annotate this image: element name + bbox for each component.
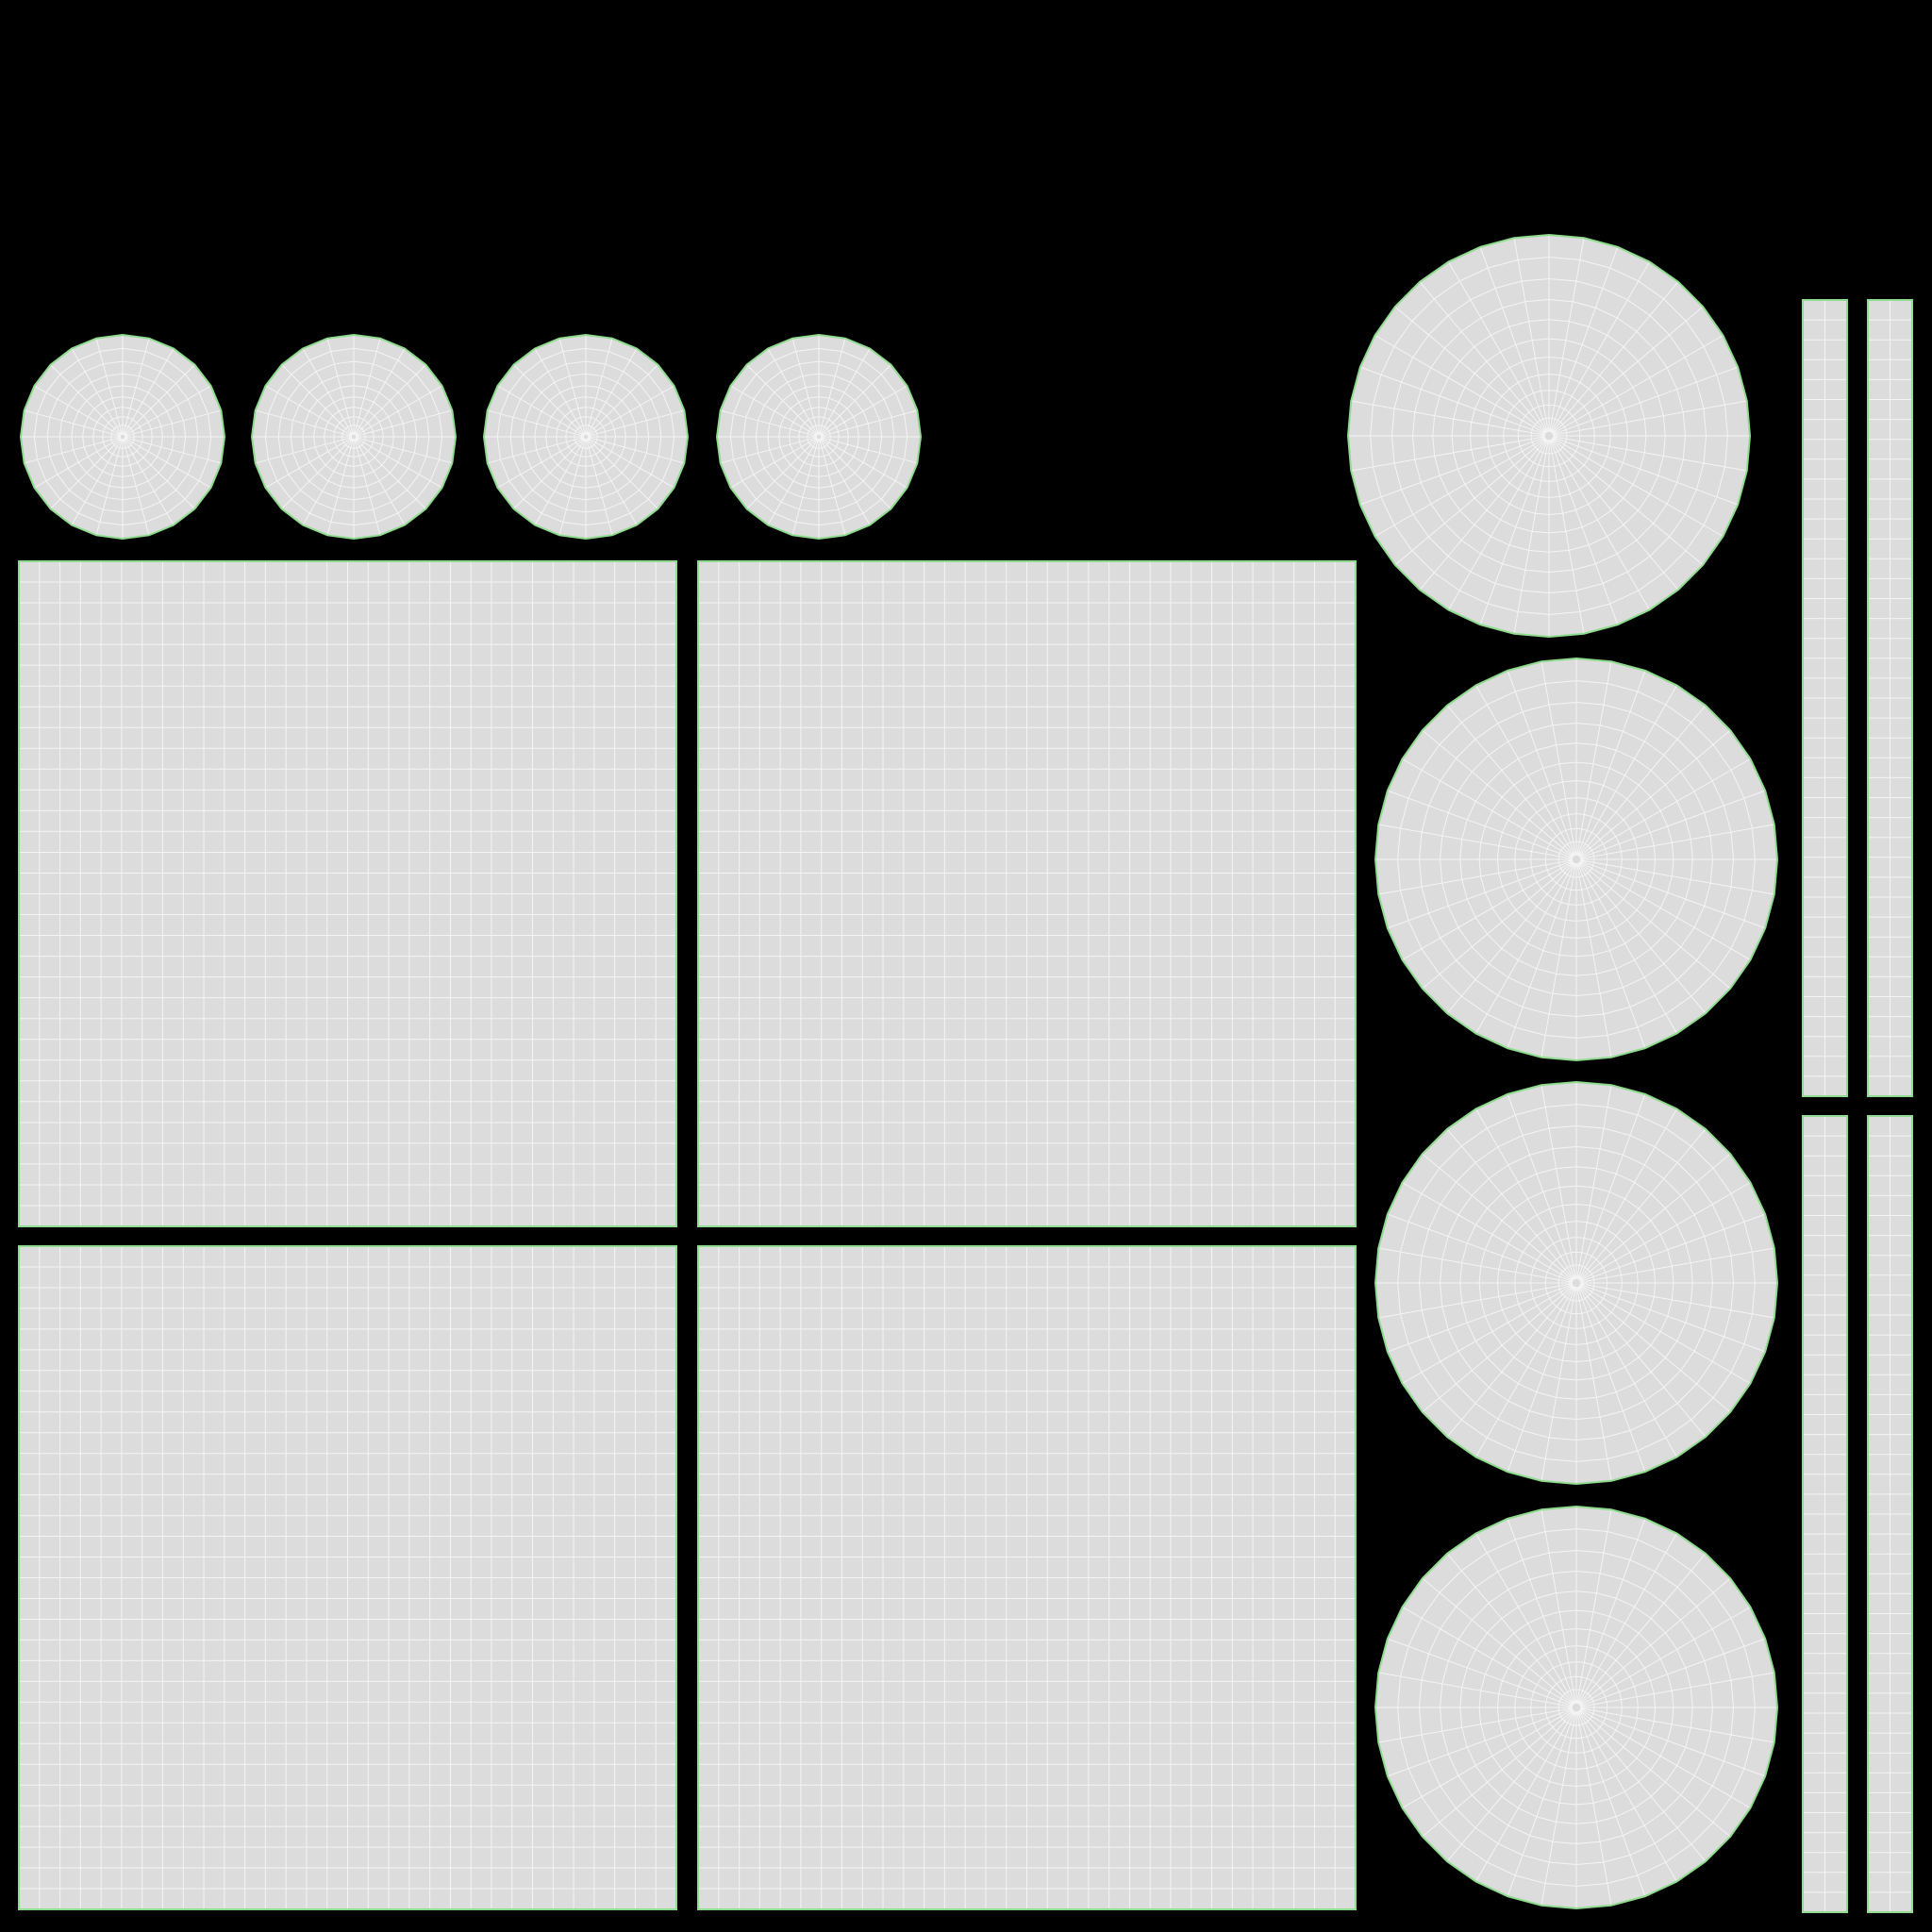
uv-strip-1 — [1802, 299, 1848, 1097]
uv-small-disc-4 — [715, 333, 923, 541]
uv-square-panel-2 — [697, 560, 1357, 1227]
uv-large-disc-4 — [1374, 1505, 1779, 1910]
uv-large-disc-3 — [1374, 1080, 1779, 1486]
uv-small-disc-3 — [482, 333, 690, 541]
uv-small-disc-1 — [19, 333, 226, 541]
uv-square-panel-1 — [18, 560, 677, 1227]
uv-square-panel-3 — [18, 1245, 677, 1910]
uv-large-disc-1 — [1346, 233, 1752, 639]
uv-small-disc-2 — [250, 333, 458, 541]
uv-strip-2 — [1867, 299, 1913, 1097]
uv-square-panel-4 — [697, 1245, 1357, 1910]
uv-large-disc-2 — [1374, 657, 1779, 1062]
uv-strip-3 — [1802, 1115, 1848, 1913]
uv-islands — [18, 233, 1913, 1913]
uv-strip-4 — [1867, 1115, 1913, 1913]
